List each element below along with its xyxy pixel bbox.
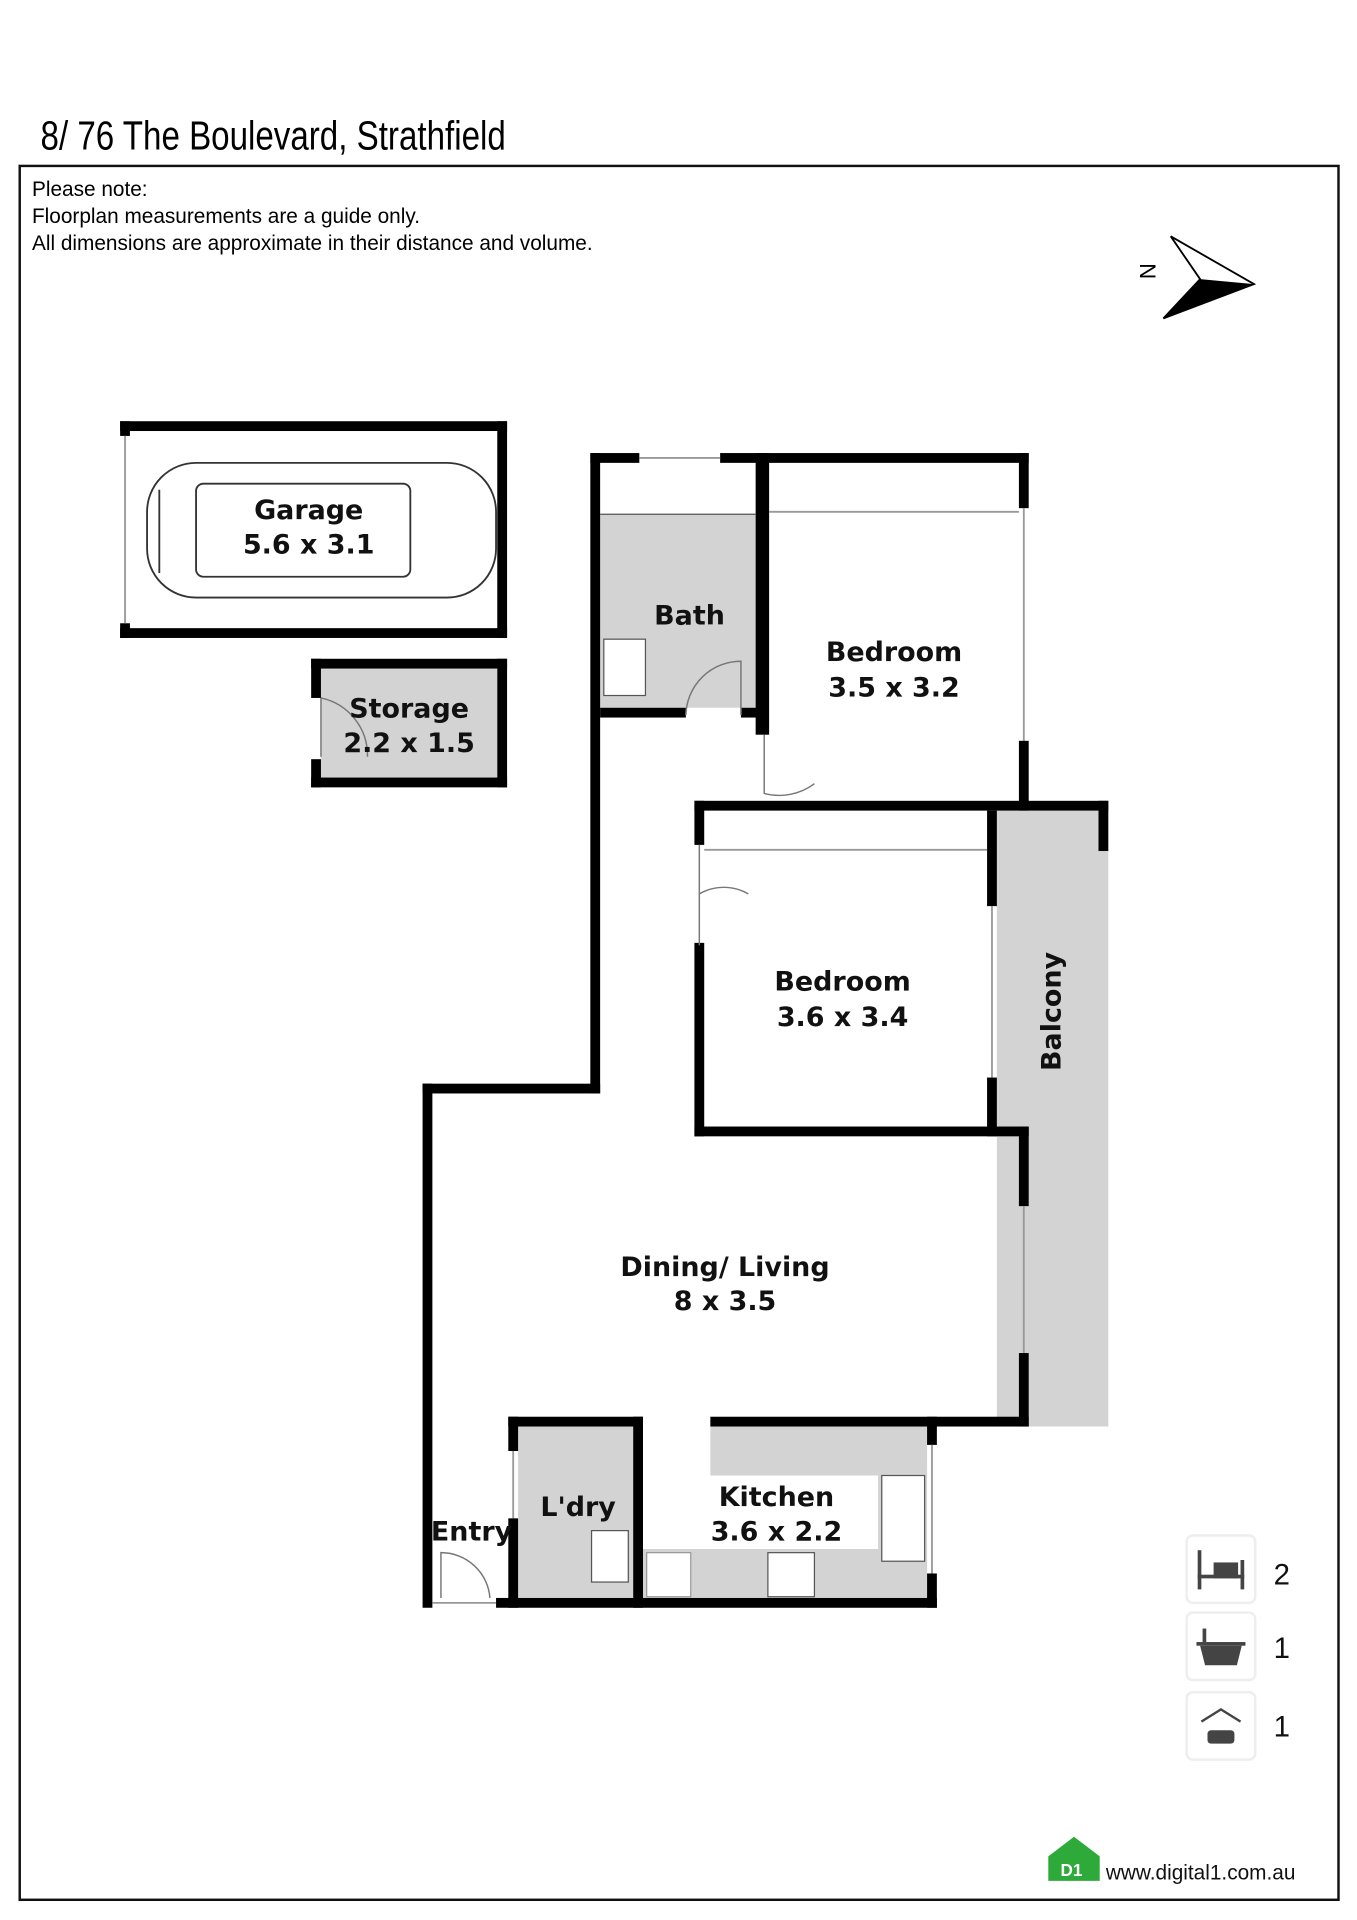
garage: Garage 5.6 x 3.1	[120, 421, 508, 638]
parking-count: 1	[1274, 1710, 1290, 1743]
living-label: Dining/ Living	[620, 1252, 829, 1283]
living-dims: 8 x 3.5	[674, 1286, 777, 1317]
balcony-label: Balcony	[1037, 951, 1068, 1071]
garage-car-icon	[1200, 1707, 1242, 1744]
page-frame	[18, 164, 1340, 1902]
website-link[interactable]: www.digital1.com.au	[1105, 1862, 1296, 1885]
unit-walls	[422, 453, 1109, 1608]
feature-bathrooms: 1	[1185, 1611, 1290, 1682]
digital1-logo: D1	[1048, 1836, 1100, 1881]
note-line-2: All dimensions are approximate in their …	[32, 232, 593, 255]
car-icon	[146, 461, 497, 599]
garage-dims: 5.6 x 3.1	[243, 529, 375, 560]
kitchen-dims: 3.6 x 2.2	[711, 1516, 843, 1547]
compass-north-arrow-icon: N	[1135, 235, 1257, 320]
storage-label: Storage	[349, 694, 469, 725]
bedroom2-label: Bedroom	[774, 967, 910, 998]
compass-label: N	[1135, 263, 1160, 279]
bath-icon	[1196, 1628, 1246, 1666]
bedroom2-dims: 3.6 x 3.4	[777, 1002, 909, 1033]
kitchen-label: Kitchen	[719, 1482, 835, 1513]
feature-bedrooms: 2	[1185, 1534, 1290, 1605]
storage: Storage 2.2 x 1.5	[311, 658, 508, 788]
bed-icon	[1197, 1550, 1245, 1590]
note-heading: Please note:	[32, 178, 148, 201]
bedroom1-dims: 3.5 x 3.2	[828, 673, 960, 704]
bathroom-count: 1	[1274, 1632, 1290, 1665]
laundry-label: L'dry	[540, 1492, 616, 1523]
floor-fills	[320, 514, 1109, 1598]
storage-dims: 2.2 x 1.5	[343, 728, 475, 759]
garage-label: Garage	[254, 495, 363, 526]
logo-text: D1	[1061, 1860, 1083, 1880]
page-title: 8/ 76 The Boulevard, Strathfield	[41, 113, 506, 158]
feature-parking: 1	[1185, 1691, 1290, 1761]
note-line-1: Floorplan measurements are a guide only.	[32, 205, 420, 228]
bedroom-count: 2	[1274, 1558, 1290, 1591]
bath-label: Bath	[654, 600, 725, 631]
bedroom1-label: Bedroom	[826, 637, 962, 668]
entry-label: Entry	[431, 1516, 513, 1547]
